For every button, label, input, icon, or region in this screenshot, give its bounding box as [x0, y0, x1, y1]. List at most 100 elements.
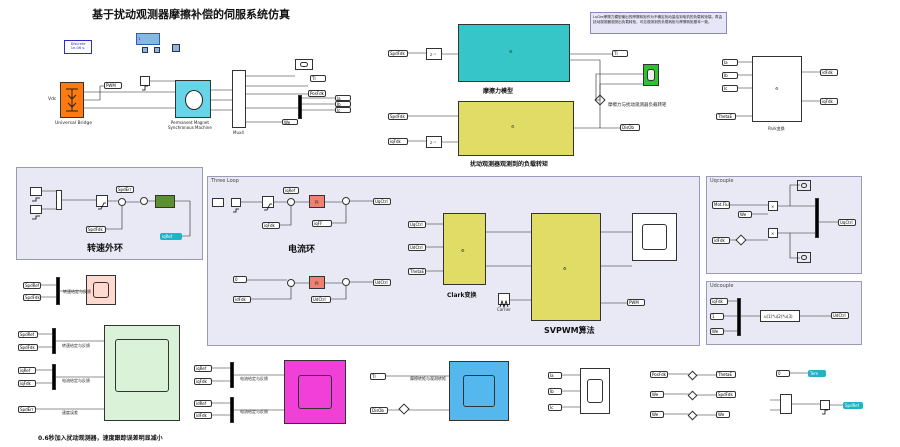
ia-from-2[interactable]: Ia: [548, 372, 562, 379]
uq-scope-2[interactable]: [797, 252, 811, 263]
product-block-2[interactable]: ×: [768, 228, 778, 238]
unit-delay-1[interactable]: z⁻¹: [426, 48, 442, 60]
tl-from[interactable]: Tl: [370, 373, 386, 380]
small-in-block-2[interactable]: [154, 47, 160, 53]
pmsm-block[interactable]: [175, 80, 211, 118]
ia-goto[interactable]: Ia: [335, 95, 351, 101]
spdfdk-from-4[interactable]: SpdFdk: [23, 294, 41, 301]
spdfdk-from-5[interactable]: SpdFdk: [18, 344, 38, 351]
disob-goto[interactable]: DisOb: [620, 124, 640, 131]
motflux-from[interactable]: Mot.Flux: [712, 201, 730, 209]
current-ramp-block[interactable]: [262, 196, 274, 211]
spdfdk-from-2[interactable]: SpdFdk: [388, 113, 408, 120]
speed-pi-block[interactable]: [155, 195, 175, 208]
udctrl-from-2[interactable]: UdCtrl: [408, 244, 426, 251]
dob-subsystem[interactable]: ⚙: [458, 101, 574, 156]
carrier-block[interactable]: [498, 293, 510, 309]
spdfdk-from-1[interactable]: SpdFdk: [388, 50, 408, 57]
minus1-const[interactable]: 1: [710, 313, 724, 320]
thetae-goto[interactable]: ThetaE: [716, 371, 736, 378]
phase-current-scope[interactable]: [580, 368, 610, 414]
sum-current-iq-2[interactable]: [342, 197, 350, 205]
uq-scope-1[interactable]: [797, 180, 811, 191]
mux4-block[interactable]: [232, 70, 246, 128]
small-in-block-3[interactable]: [172, 44, 180, 52]
we-from-3[interactable]: We: [650, 391, 664, 398]
iq-pi-block[interactable]: PI: [309, 195, 325, 208]
ic-from[interactable]: Ic: [722, 85, 738, 92]
posfdk-goto[interactable]: PosFdk: [308, 90, 326, 97]
iqfdk-from-2[interactable]: iqFdk: [262, 222, 280, 229]
iqfdk-from-4[interactable]: iqFdk: [18, 380, 36, 387]
iqff-from[interactable]: iqFF: [312, 220, 332, 227]
idfdk-goto[interactable]: idFdk: [820, 69, 838, 76]
uqctrl-from[interactable]: UqCtrl: [408, 221, 426, 228]
tl-goto[interactable]: Tl: [310, 75, 326, 82]
spdref-from-1[interactable]: SpdRef: [23, 282, 41, 289]
iqref-from-1[interactable]: iqRef: [18, 367, 36, 374]
iqref-goto[interactable]: iqRef: [160, 233, 182, 240]
friction-sky-scope[interactable]: [449, 361, 509, 421]
idfdk-from-3[interactable]: idFdk: [194, 412, 212, 419]
uqctrl-out[interactable]: UqCtrl: [838, 219, 856, 226]
iqfdk-from-5[interactable]: iqFdk: [194, 378, 212, 385]
ib-from[interactable]: Ib: [722, 72, 738, 79]
main-green-scope[interactable]: [104, 325, 180, 421]
speed-step-block[interactable]: [30, 187, 42, 202]
udctrl-from[interactable]: UdCtrl: [311, 296, 331, 303]
rate-limiter-block[interactable]: [96, 195, 108, 210]
current-magenta-scope[interactable]: [284, 360, 346, 424]
svpwm-scope[interactable]: [632, 213, 677, 261]
iqfdk-goto[interactable]: iqFdk: [820, 98, 838, 105]
ib-goto[interactable]: Ib: [335, 101, 351, 107]
spdfdk-from-3[interactable]: SpdFdk: [86, 226, 106, 233]
idfdk-from-2[interactable]: idFdk: [712, 237, 730, 244]
switch-block[interactable]: [56, 190, 62, 210]
park-subsystem[interactable]: ⚙: [752, 56, 802, 122]
id-pi-block[interactable]: PI: [309, 276, 325, 289]
friction-compare-scope[interactable]: [643, 64, 659, 86]
speed-small-scope[interactable]: [86, 275, 116, 305]
uqctrl-goto[interactable]: UqCtrl: [373, 198, 391, 205]
unit-delay-2[interactable]: z⁻¹: [426, 136, 442, 148]
sum-speed[interactable]: [118, 198, 126, 206]
disob-from[interactable]: DisOb: [370, 407, 388, 414]
ia-from[interactable]: Ia: [722, 59, 738, 66]
spdref-goto[interactable]: SpdRef: [843, 402, 863, 409]
pwm-from-tag[interactable]: PWM: [104, 82, 122, 89]
spdfdk-goto[interactable]: SpdFdk: [716, 391, 736, 398]
universal-bridge-block[interactable]: [60, 82, 84, 118]
thetae-from-1[interactable]: ThetaE: [716, 113, 736, 120]
current-step-block-2[interactable]: [212, 198, 224, 207]
clarke-subsystem[interactable]: ⚙: [443, 213, 486, 285]
step-block-br[interactable]: [820, 400, 830, 415]
idfdk-from[interactable]: idFdk: [233, 296, 251, 303]
friction-model-subsystem[interactable]: ⚙: [458, 24, 570, 82]
sum-speed-2[interactable]: [140, 197, 148, 205]
current-step-block[interactable]: [231, 198, 241, 213]
thetae-from-2[interactable]: ThetaE: [408, 268, 426, 275]
we-goto-top[interactable]: We: [282, 119, 298, 125]
idref-from[interactable]: idRef: [194, 400, 212, 407]
small-in-block-1[interactable]: [142, 47, 148, 53]
iqref-goto-2[interactable]: iqRef: [283, 187, 299, 194]
tem-goto[interactable]: Tem: [808, 370, 826, 377]
we-from-1[interactable]: We: [738, 211, 752, 218]
we-from-2[interactable]: We: [710, 328, 724, 335]
we-goto[interactable]: We: [716, 411, 730, 418]
spderr-goto[interactable]: SpdErr: [116, 186, 134, 193]
ic-from-2[interactable]: Ic: [548, 404, 562, 411]
sum-current-iq[interactable]: [287, 198, 295, 206]
spdref-from-2[interactable]: SpdRef: [18, 331, 38, 338]
ib-from-2[interactable]: Ib: [548, 388, 562, 395]
svpwm-subsystem[interactable]: ⚙: [531, 213, 601, 321]
udctrl-goto[interactable]: UdCtrl: [373, 279, 391, 286]
zero-constant[interactable]: 0: [233, 276, 247, 283]
product-block-1[interactable]: ×: [768, 201, 778, 211]
zero-constant-2[interactable]: 0: [776, 370, 790, 377]
step-block-tl[interactable]: [140, 76, 150, 91]
fcn-block[interactable]: u(1)*u(2)*u(3): [760, 310, 800, 322]
sum-current-id-2[interactable]: [342, 278, 350, 286]
manual-switch-block[interactable]: [780, 394, 792, 414]
speed-step-block-2[interactable]: [30, 205, 42, 220]
